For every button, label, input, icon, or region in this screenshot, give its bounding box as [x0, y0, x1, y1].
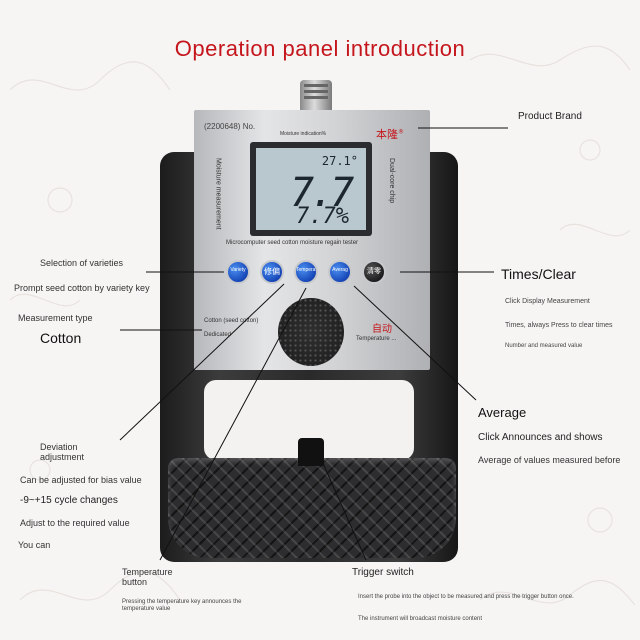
click-display-label: Click Display Measurement: [505, 298, 590, 305]
lcd-main-readout: 7.7: [290, 170, 354, 216]
pressing-temperature-label: Pressing the temperature key announces t…: [122, 599, 242, 612]
times-always-label: Times, always Press to clear times: [505, 322, 613, 329]
trigger-switch[interactable]: [298, 438, 324, 466]
variety-button[interactable]: Variety: [226, 260, 250, 284]
page-title: Operation panel introduction: [174, 36, 466, 61]
lcd-moisture-readout: 7.7%: [296, 204, 349, 229]
lcd-screen: 27.1° 7.7 7.7%: [256, 148, 366, 230]
auto-label: 自动: [372, 324, 392, 335]
probe-tip: [300, 80, 332, 110]
cycle-changes-label: -9~+15 cycle changes: [20, 495, 118, 506]
clear-button[interactable]: 清零: [362, 260, 386, 284]
temperature-button-label: Temperature button: [122, 567, 173, 588]
product-brand-label: Product Brand: [518, 111, 582, 122]
average-label: Average: [478, 405, 527, 420]
cotton-label: Cotton: [40, 330, 82, 346]
trigger-switch-label: Trigger switch: [352, 567, 414, 578]
prompt-seed-cotton-label: Prompt seed cotton by variety key: [14, 283, 150, 293]
dedicated-label: Dedicated: [204, 332, 232, 338]
side-label-moisture: Moisture measurement: [214, 158, 222, 230]
you-can-label: You can: [18, 540, 51, 550]
average-button[interactable]: Averag: [328, 260, 352, 284]
serial-number: (2200648) No.: [204, 122, 256, 131]
broadcast-label: The instrument will broadcast moisture c…: [358, 616, 483, 622]
insert-probe-label: Insert the probe into the object to be m…: [358, 594, 574, 600]
adjust-required-label: Adjust to the required value: [20, 518, 130, 528]
speaker-grille: [278, 298, 344, 366]
lcd-temperature-readout: 27.1°: [321, 154, 358, 168]
click-announces-label: Click Announces and shows: [478, 432, 603, 443]
lcd-caption: Moisture indication%: [280, 131, 327, 137]
side-label-chip: Dual-core chip: [388, 158, 395, 204]
deviation-adjustment-label: Deviation adjustment: [40, 442, 85, 463]
selection-varieties-label: Selection of varieties: [40, 258, 124, 268]
brand-logo: 本隆®: [376, 128, 404, 141]
number-measured-label: Number and measured value: [505, 343, 583, 349]
average-values-label: Average of values measured before: [478, 455, 621, 465]
times-clear-label: Times/Clear: [501, 266, 576, 282]
temperature-panel-label: Temperature ...: [356, 336, 397, 342]
panel-caption: Microcomputer seed cotton moisture regai…: [226, 240, 359, 246]
measurement-type-label: Measurement type: [18, 313, 93, 323]
textured-grip: [168, 458, 456, 558]
bias-value-label: Can be adjusted for bias value: [20, 475, 142, 485]
cotton-type-label: Cotton (seed cotton): [204, 318, 259, 324]
temperature-button[interactable]: Temperature: [294, 260, 318, 284]
lcd-display: 27.1° 7.7 7.7% Moisture indication%: [250, 132, 372, 236]
deviation-button[interactable]: 修偏: [260, 260, 284, 284]
